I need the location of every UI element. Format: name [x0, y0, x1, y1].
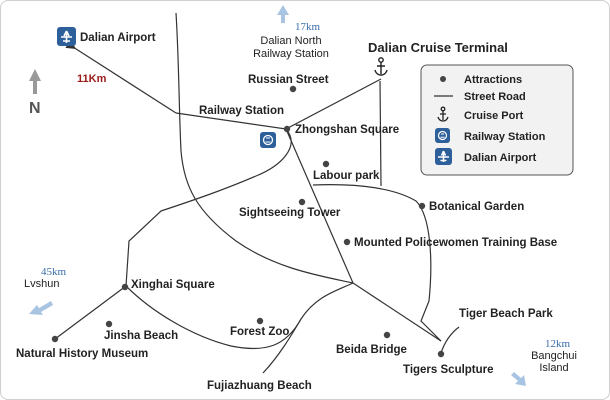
label-dalian-airport: Dalian Airport — [80, 32, 156, 44]
road-tiger-beach-spur — [440, 326, 460, 354]
label-tigers-sculpture: Tigers Sculpture — [403, 364, 494, 376]
legend-label-attractions: Attractions — [464, 74, 522, 86]
distance-lvshun: 45km — [41, 266, 67, 278]
road-zhongshan-to-xinghai — [125, 128, 292, 287]
legend-label-railway-station: Railway Station — [464, 131, 546, 143]
road-railway-to-zhongshan — [175, 112, 287, 130]
label-bangchui-2: Island — [539, 362, 568, 374]
road-network — [54, 12, 460, 374]
dot-forest-zoo — [256, 317, 264, 325]
distance-north-station: 17km — [295, 21, 321, 33]
road-cruise-to-zhongshan — [285, 78, 382, 130]
label-zhongshan-square: Zhongshan Square — [295, 124, 399, 136]
label-natural-history-museum: Natural History Museum — [16, 348, 148, 360]
north-compass: N — [29, 69, 41, 117]
dot-xinghai-square — [121, 283, 129, 291]
airport-marker — [57, 27, 76, 46]
dot-labour-park — [322, 160, 330, 168]
north-arrow-icon — [29, 69, 41, 94]
distance-arrows — [29, 5, 526, 386]
dot-natural-history-museum — [51, 335, 59, 343]
anchor-icon — [374, 57, 388, 76]
road-xinghai-to-forestzoo — [125, 282, 354, 350]
distance-bangchui: 12km — [545, 338, 571, 350]
label-russian-street: Russian Street — [248, 74, 329, 86]
label-botanical-garden: Botanical Garden — [429, 201, 524, 213]
dot-russian-street — [289, 85, 297, 93]
legend: Attractions Street Road Cruise Port Rail… — [420, 64, 574, 176]
label-beida-bridge: Beida Bridge — [336, 344, 407, 356]
dot-jinsha-beach — [105, 320, 113, 328]
label-dalian-north-1: Dalian North — [260, 35, 321, 47]
legend-label-street-road: Street Road — [464, 91, 526, 103]
road-cruise-south — [379, 80, 382, 187]
label-xinghai-square: Xinghai Square — [131, 279, 215, 291]
label-bangchui-1: Bangchui — [531, 350, 577, 362]
north-label: N — [29, 100, 41, 117]
label-fujiazhuang-beach: Fujiazhuang Beach — [207, 380, 312, 392]
dot-sightseeing-tower — [298, 198, 306, 206]
label-forest-zoo: Forest Zoo — [230, 326, 289, 338]
legend-airplane-icon — [435, 148, 452, 165]
railway-station-icon — [260, 132, 276, 148]
place-labels: Dalian Airport Dalian North Railway Stat… — [16, 32, 577, 392]
dot-botanical-garden — [418, 202, 426, 210]
dot-beida-bridge — [383, 331, 391, 339]
label-dalian-north-2: Railway Station — [253, 48, 329, 60]
road-to-fujiazhuang — [262, 318, 302, 374]
label-cruise-terminal: Dalian Cruise Terminal — [368, 40, 508, 55]
road-north-main — [175, 12, 354, 284]
arrow-lvshun — [29, 301, 53, 315]
label-railway-station: Railway Station — [199, 105, 284, 117]
distance-airport: 11Km — [77, 73, 107, 85]
arrow-north-station — [277, 5, 289, 23]
road-labour-to-botanical — [312, 184, 442, 342]
legend-anchor-icon — [437, 106, 449, 122]
distance-labels: 17km 11Km 45km 12km — [41, 21, 571, 350]
arrow-bangchui — [511, 372, 526, 386]
dot-tigers-sculpture — [437, 350, 445, 358]
road-xinghai-to-museum — [54, 285, 127, 340]
legend-dot-icon — [440, 76, 446, 82]
label-tiger-beach-park: Tiger Beach Park — [459, 308, 553, 320]
label-sightseeing-tower: Sightseeing Tower — [239, 207, 341, 219]
attraction-dots — [51, 85, 445, 358]
dot-mounted-policewomen — [343, 238, 351, 246]
legend-label-cruise-port: Cruise Port — [464, 110, 524, 122]
legend-railway-station-icon — [435, 128, 450, 143]
label-lvshun: Lvshun — [24, 278, 59, 290]
dot-zhongshan-square — [283, 125, 291, 133]
label-labour-park: Labour park — [313, 170, 380, 182]
legend-box — [420, 64, 574, 176]
road-airport-to-railway — [65, 39, 177, 114]
railway-station-marker — [260, 132, 276, 148]
legend-label-dalian-airport: Dalian Airport — [464, 152, 537, 164]
label-jinsha-beach: Jinsha Beach — [104, 330, 178, 342]
label-mounted-policewomen: Mounted Policewomen Training Base — [354, 237, 557, 249]
